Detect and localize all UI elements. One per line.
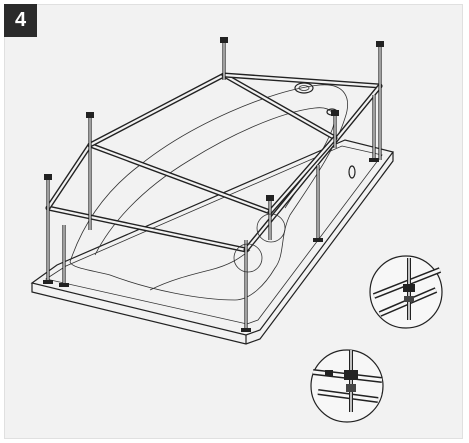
support-frame [45,72,383,253]
detail-zoom-upper [369,255,443,329]
joint-highlight-1 [256,213,286,243]
joint-highlight-2 [233,243,263,273]
bathtub [30,82,395,345]
detail-zoom-lower [310,349,384,423]
step-number-badge: 4 [4,4,37,37]
adjustable-legs [43,37,384,332]
